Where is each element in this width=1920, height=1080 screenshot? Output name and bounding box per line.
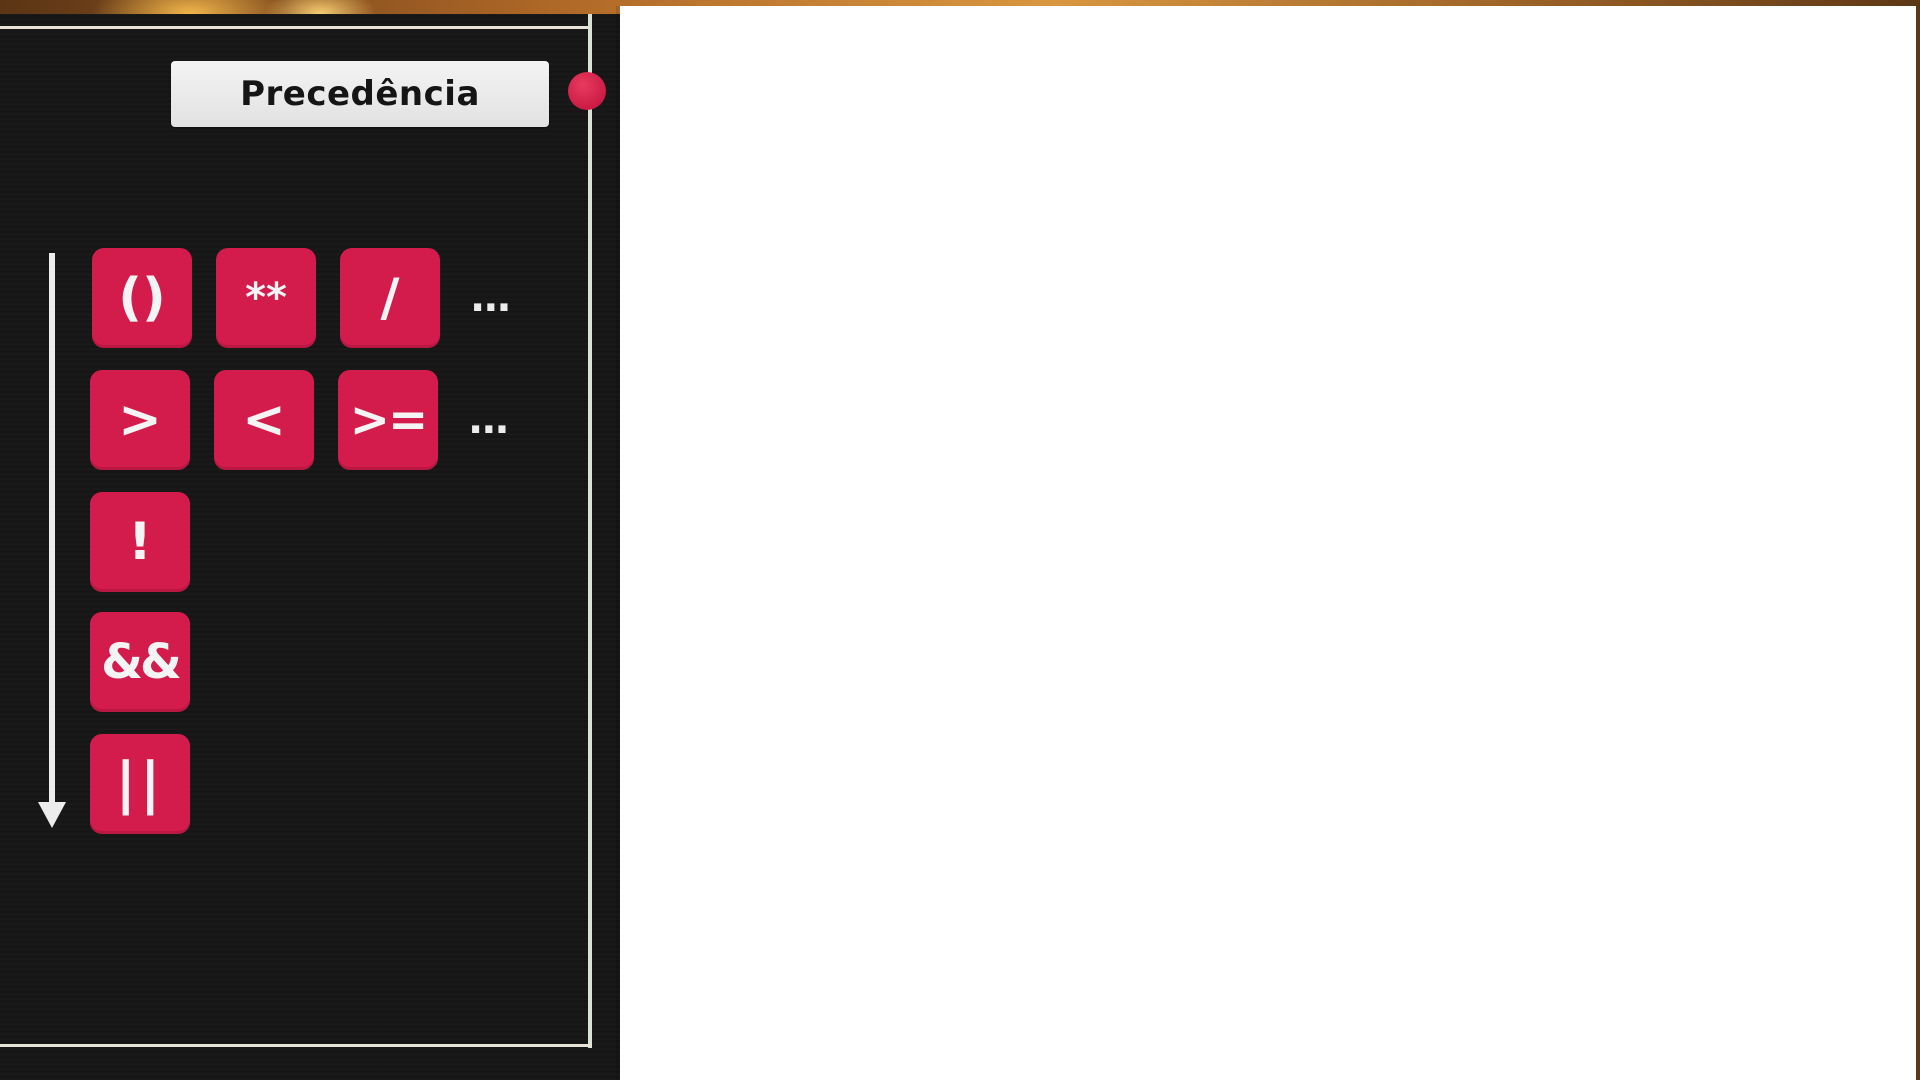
operator-label: ! <box>128 512 152 572</box>
frame-top-line <box>0 26 590 29</box>
frame-right-line <box>588 14 592 1048</box>
frame-bottom-line <box>0 1044 592 1047</box>
operator-label: / <box>380 268 400 328</box>
row2-ellipsis: ... <box>468 397 510 443</box>
canvas-edge-shadow <box>616 6 622 1080</box>
operator-label: () <box>118 268 166 328</box>
operator-tile-or: || <box>90 734 190 834</box>
slide-title: Precedência <box>240 74 480 114</box>
operator-tile-and: && <box>90 612 190 712</box>
blank-canvas <box>620 6 1916 1080</box>
operator-tile-not: ! <box>90 492 190 592</box>
operator-tile-division: / <box>340 248 440 348</box>
arrow-shaft <box>49 253 55 803</box>
operator-tile-greater-equal: >= <box>338 370 438 470</box>
slide-title-box: Precedência <box>171 61 549 127</box>
operator-label: || <box>115 751 165 816</box>
operator-label: >= <box>349 392 428 448</box>
operator-tile-exponent: ** <box>216 248 316 348</box>
arrow-head <box>38 802 66 828</box>
red-dot-icon <box>568 72 606 110</box>
operator-tile-less: < <box>214 370 314 470</box>
row1-ellipsis: ... <box>470 275 512 321</box>
operator-tile-parentheses: () <box>92 248 192 348</box>
operator-label: > <box>118 390 162 450</box>
operator-tile-greater: > <box>90 370 190 470</box>
operator-label: < <box>242 390 286 450</box>
operator-label: ** <box>245 275 287 321</box>
operator-label: && <box>101 634 182 690</box>
